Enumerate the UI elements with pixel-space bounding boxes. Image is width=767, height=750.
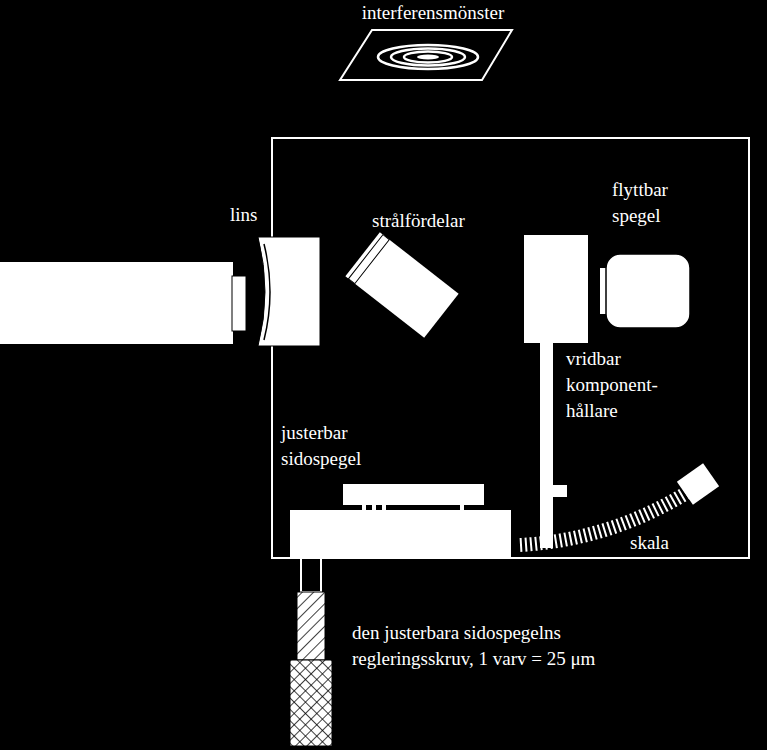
screw-label: den justerbara sidospegelns regleringssk… (352, 620, 664, 672)
part-label: justerbar sidospegel (281, 420, 386, 472)
part-label: vridbar komponent- hållare (566, 346, 684, 424)
pattern-label: interferensmönster (338, 0, 528, 26)
interference-pattern (340, 30, 512, 80)
laser (0, 262, 246, 344)
part-label: strålfördelar (372, 208, 522, 234)
part-label: flyttbar spegel (612, 177, 707, 229)
beam-splitter (345, 232, 458, 338)
adjustment-screw (290, 558, 332, 746)
part-label: skala (630, 530, 700, 556)
part-label: lins (230, 202, 290, 228)
lens (258, 237, 320, 346)
movable-mirror (600, 254, 690, 328)
side-mirror (290, 484, 511, 558)
housing (272, 138, 749, 558)
scale (520, 463, 719, 545)
lens-curve (264, 244, 270, 340)
